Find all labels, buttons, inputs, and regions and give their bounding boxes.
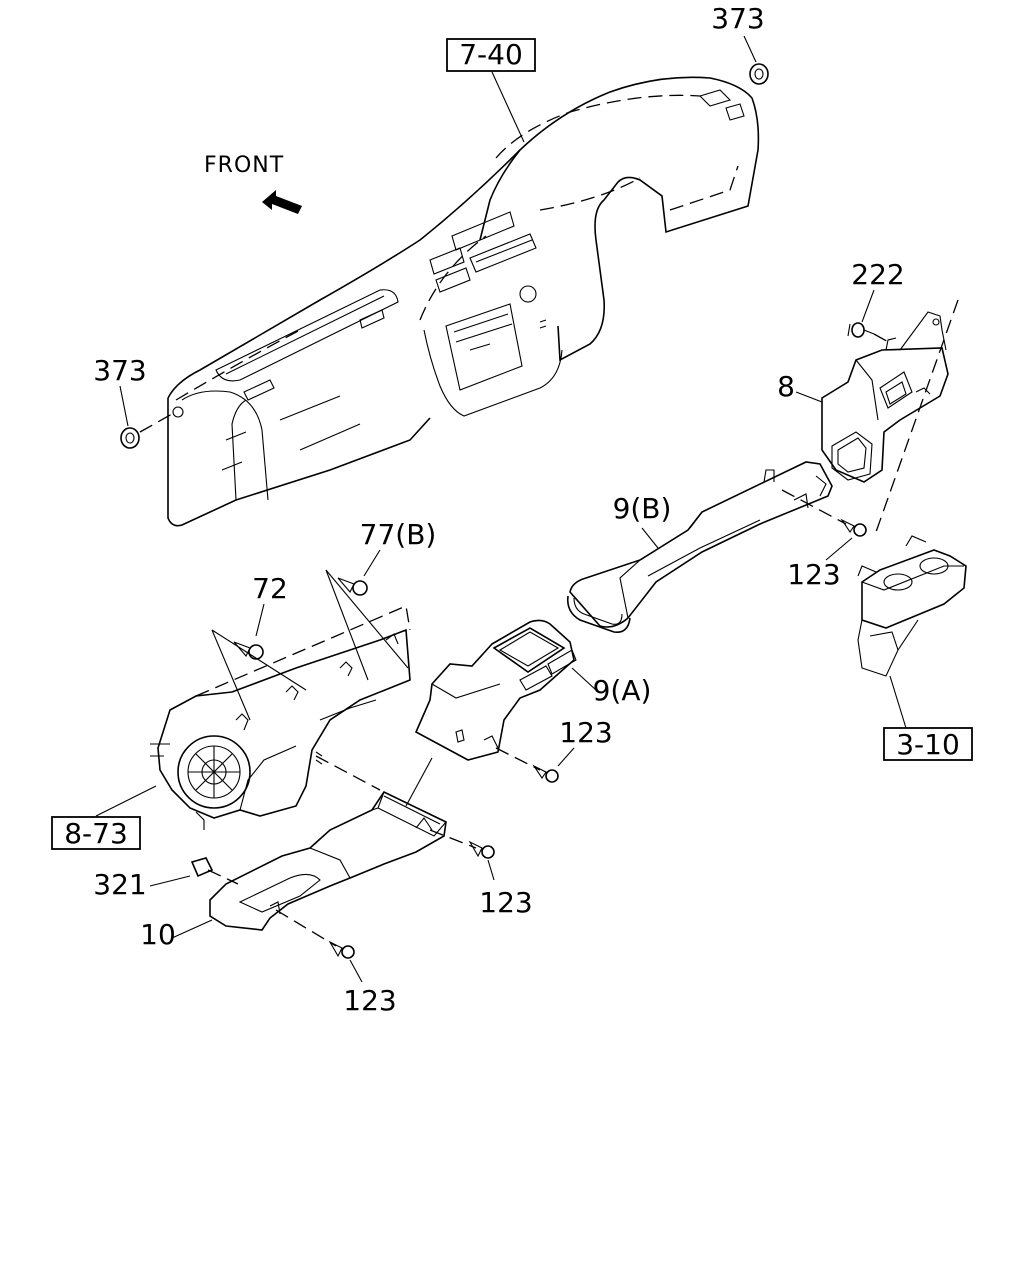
callout-123-right: 123: [787, 558, 840, 591]
screw-icon: [233, 641, 264, 660]
callout-321: 321: [93, 868, 146, 901]
ref-8-73-label: 8-73: [64, 817, 128, 850]
callout-9a: 9(A): [593, 674, 652, 707]
callout-9b: 9(B): [613, 492, 672, 525]
screw-icon: [468, 840, 495, 859]
grommet-icon: [749, 63, 769, 85]
callout-373-top: 373: [711, 2, 764, 35]
duct-8-drawing: [821, 311, 949, 483]
screw-icon: [532, 764, 559, 783]
clip-321-icon: [190, 857, 214, 878]
callout-222: 222: [851, 258, 904, 291]
heater-unit-drawing: [150, 605, 411, 830]
ref-7-40-label: 7-40: [459, 38, 523, 71]
console-drawing: [857, 535, 967, 677]
ref-box-3-10: 3-10: [883, 727, 973, 761]
callout-10: 10: [140, 918, 176, 951]
grommet-icon: [120, 427, 140, 449]
callout-373-left: 373: [93, 354, 146, 387]
front-arrow-icon: [262, 190, 302, 214]
callout-123-center: 123: [559, 716, 612, 749]
callout-123-bottom: 123: [343, 984, 396, 1017]
front-label: FRONT: [204, 153, 284, 178]
instrument-panel-drawing: [167, 76, 760, 527]
screw-icon: [840, 518, 867, 537]
clip-222-icon: [847, 322, 875, 338]
callout-123-lower: 123: [479, 886, 532, 919]
duct-10-drawing: [209, 790, 447, 931]
screw-icon: [337, 577, 368, 596]
callout-72: 72: [252, 572, 288, 605]
screw-icon: [328, 940, 355, 959]
duct-9b-drawing: [566, 461, 833, 634]
ref-box-7-40: 7-40: [446, 38, 536, 72]
callout-77b: 77(B): [360, 518, 437, 551]
callout-8: 8: [777, 370, 795, 403]
ref-3-10-label: 3-10: [896, 728, 960, 761]
duct-9a-drawing: [414, 619, 577, 761]
ref-box-8-73: 8-73: [51, 816, 141, 850]
